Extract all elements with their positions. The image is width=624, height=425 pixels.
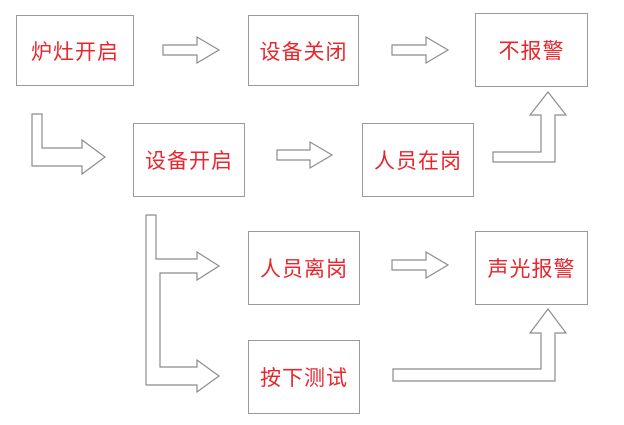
node-stove-on: 炉灶开启 xyxy=(16,15,134,86)
arrow-press-test-to-alarm xyxy=(392,308,568,382)
node-device-off: 设备关闭 xyxy=(248,15,359,86)
node-stove-on-label: 炉灶开启 xyxy=(31,39,119,64)
arrow-stove-on-to-device-on xyxy=(31,113,107,176)
node-device-on-label: 设备开启 xyxy=(145,149,233,173)
node-person-present: 人员在岗 xyxy=(362,123,474,197)
node-person-away-label: 人员离岗 xyxy=(260,257,348,281)
arrow-stove-on-to-device-off xyxy=(162,35,221,65)
arrow-person-present-to-no-alarm xyxy=(492,91,568,163)
node-sound-light-alarm-label: 声光报警 xyxy=(487,257,576,281)
node-no-alarm-label: 不报警 xyxy=(498,39,565,63)
node-device-on: 设备开启 xyxy=(133,123,245,197)
node-press-test: 按下测试 xyxy=(248,340,360,414)
arrow-person-away-to-alarm xyxy=(391,250,450,280)
node-person-present-label: 人员在岗 xyxy=(374,149,462,173)
node-person-away: 人员离岗 xyxy=(248,231,360,305)
node-no-alarm: 不报警 xyxy=(475,13,588,87)
arrow-device-on-to-person-present xyxy=(276,140,334,170)
node-press-test-label: 按下测试 xyxy=(260,366,348,390)
node-device-off-label: 设备关闭 xyxy=(259,39,348,64)
arrow-device-on-to-branches xyxy=(145,214,221,394)
arrow-device-off-to-no-alarm xyxy=(391,35,450,65)
node-sound-light-alarm: 声光报警 xyxy=(475,231,588,305)
